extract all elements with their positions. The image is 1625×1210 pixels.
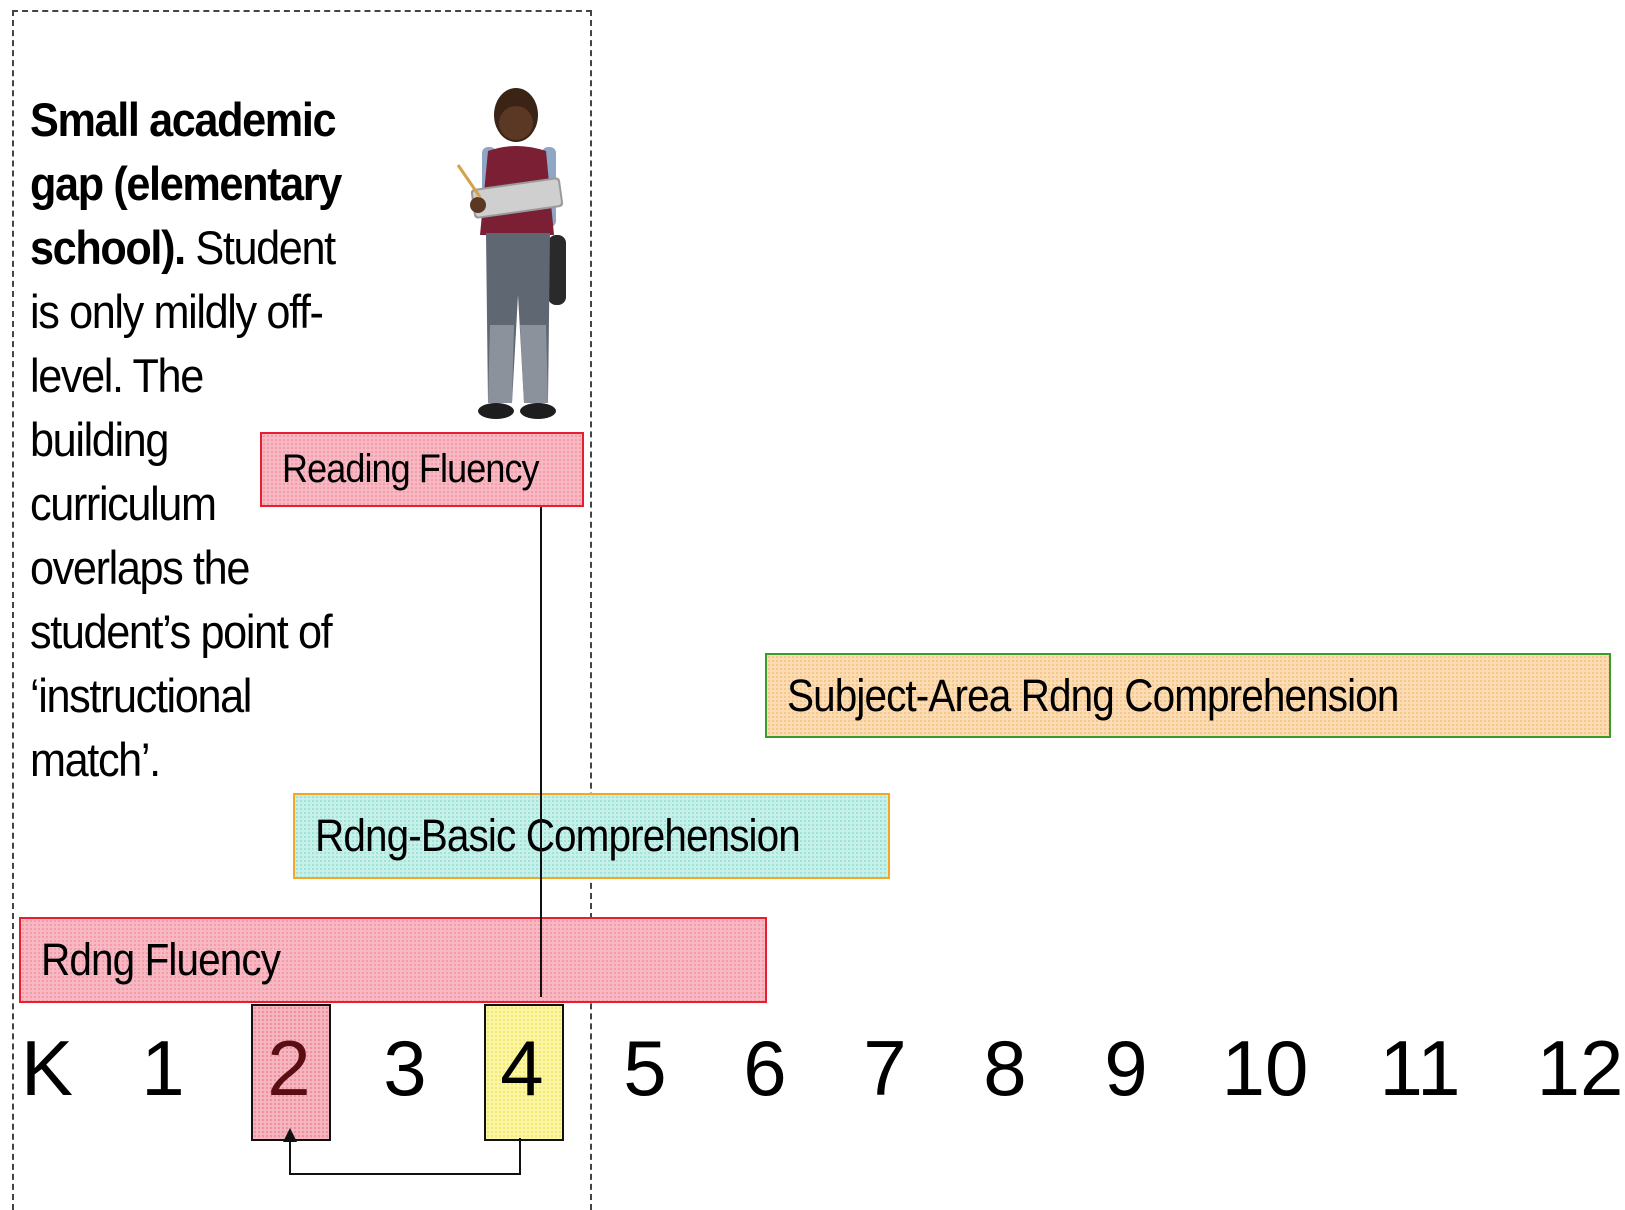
grade-label-4: 4 — [500, 1024, 544, 1112]
grade-label-6: 6 — [743, 1024, 787, 1112]
grade-placement-marker — [484, 1004, 564, 1141]
current-level-marker — [251, 1004, 331, 1141]
grade-label-10: 10 — [1221, 1024, 1309, 1112]
grade-label-1: 1 — [141, 1024, 185, 1112]
grade-label-9: 9 — [1104, 1024, 1148, 1112]
basic-comprehension-label: Rdng-Basic Comprehension — [315, 810, 801, 861]
arrow-up-icon — [283, 1128, 297, 1142]
grade-label-7: 7 — [863, 1024, 907, 1112]
reading-fluency-band: Reading Fluency — [260, 432, 584, 507]
grade-label-11: 11 — [1379, 1024, 1461, 1112]
grade-label-5: 5 — [623, 1024, 667, 1112]
subject-area-comprehension-label: Subject-Area Rdng Comprehension — [787, 669, 1399, 721]
grade-label-12: 12 — [1536, 1024, 1624, 1112]
description-bold: Small academic gap (elementary school). — [30, 93, 342, 274]
grade-label-8: 8 — [983, 1024, 1027, 1112]
grade-label-k: K — [20, 1024, 74, 1112]
description-body: Student is only mildly off-level. The bu… — [30, 221, 336, 786]
match-bracket — [283, 1128, 521, 1175]
grade-label-2: 2 — [267, 1024, 311, 1112]
grade-label-3: 3 — [383, 1024, 427, 1112]
focus-region — [12, 10, 592, 1210]
rdng-fluency-label: Rdng Fluency — [41, 934, 281, 985]
connector-line — [540, 507, 542, 997]
basic-comprehension-band: Rdng-Basic Comprehension — [293, 793, 890, 879]
description-text: Small academic gap (elementary school). … — [30, 88, 347, 792]
rdng-fluency-band: Rdng Fluency — [19, 917, 767, 1003]
student-with-book-icon — [456, 88, 566, 419]
subject-area-comprehension-band: Subject-Area Rdng Comprehension — [765, 653, 1611, 738]
reading-fluency-label: Reading Fluency — [282, 447, 540, 491]
